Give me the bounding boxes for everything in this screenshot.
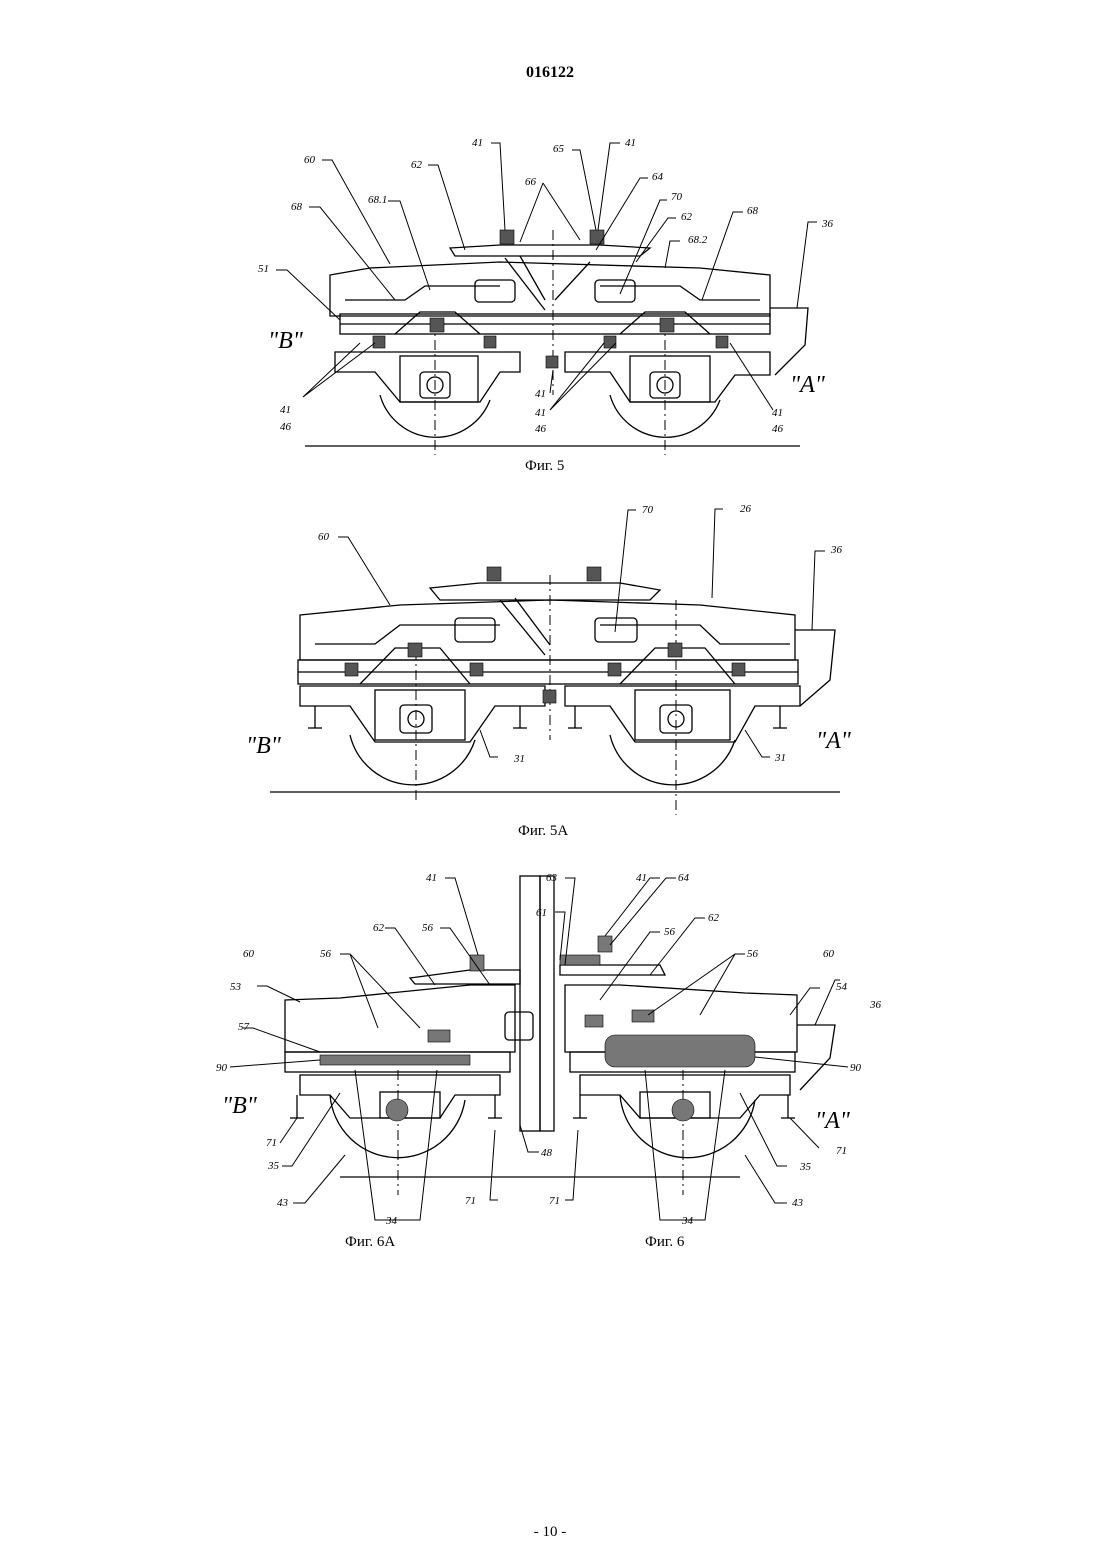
fig5-label: 36 — [821, 218, 834, 230]
fig6-label: 62 — [373, 922, 385, 934]
fig6-end-b-label: "B" — [222, 1093, 258, 1119]
fig6-label: 71 — [465, 1195, 476, 1207]
fig5-label: 62 — [681, 211, 693, 223]
fig6-label: 43 — [277, 1197, 289, 1209]
figure-5a: 70 26 60 36 "B" "A" 31 31 Фиг. 5А — [0, 495, 1100, 845]
fig5a-label: 31 — [513, 753, 525, 765]
fig6-label: 56 — [747, 948, 759, 960]
fig5-label: 41 — [535, 388, 546, 400]
fig6-label: 62 — [708, 912, 720, 924]
fig6-label: 56 — [664, 926, 676, 938]
fig6-label: 71 — [266, 1137, 277, 1149]
fig6-label: 48 — [541, 1147, 553, 1159]
fig5-label: 46 — [535, 423, 547, 435]
fig5-label: 51 — [258, 263, 269, 275]
figure-5-caption: Фиг. 5 — [525, 458, 564, 475]
fig5a-label: 36 — [830, 544, 843, 556]
fig6-label: 35 — [799, 1161, 812, 1173]
fig6-label: 36 — [869, 999, 882, 1011]
page-number: - 10 - — [0, 1524, 1100, 1541]
fig6-label: 41 — [636, 872, 647, 884]
figure-6-drawing: 41 63 41 64 61 62 56 56 62 60 56 56 60 5… — [0, 860, 1100, 1260]
fig5-label: 46 — [772, 423, 784, 435]
fig5-label: 68.1 — [368, 194, 387, 206]
fig5-label: 65 — [553, 143, 565, 155]
fig6-label: 34 — [385, 1215, 398, 1227]
fig6-label: 57 — [238, 1021, 250, 1033]
fig5-label: 64 — [652, 171, 664, 183]
fig5-label: 60 — [304, 154, 316, 166]
fig6-label: 41 — [426, 872, 437, 884]
fig6-label: 35 — [267, 1160, 280, 1172]
fig6-label: 56 — [422, 922, 434, 934]
figure-5-drawing: 41 65 41 60 62 66 64 70 68.1 62 68 68 68… — [0, 120, 1100, 490]
fig6-label: 53 — [230, 981, 242, 993]
fig6-label: 71 — [836, 1145, 847, 1157]
fig6-end-a-label: "A" — [815, 1108, 851, 1134]
fig5a-label: 60 — [318, 531, 330, 543]
fig5-label: 68 — [291, 201, 303, 213]
figure-6a-caption: Фиг. 6А — [345, 1234, 395, 1251]
document-number: 016122 — [0, 64, 1100, 82]
fig6-label: 43 — [792, 1197, 804, 1209]
fig5a-end-a-label: "A" — [816, 728, 852, 754]
fig6-label: 56 — [320, 948, 332, 960]
figure-5a-drawing: 70 26 60 36 "B" "A" 31 31 — [0, 495, 1100, 845]
fig5-end-a-label: "A" — [790, 372, 826, 398]
fig6-label: 61 — [536, 907, 547, 919]
fig5-label: 41 — [772, 407, 783, 419]
figure-5: 41 65 41 60 62 66 64 70 68.1 62 68 68 68… — [0, 120, 1100, 490]
fig6-label: 60 — [823, 948, 835, 960]
fig6-label: 60 — [243, 948, 255, 960]
fig5-label: 46 — [280, 421, 292, 433]
fig5-label: 70 — [671, 191, 683, 203]
fig5-label: 41 — [280, 404, 291, 416]
fig5a-end-b-label: "B" — [246, 733, 282, 759]
fig5-label: 41 — [472, 137, 483, 149]
fig6-label: 71 — [549, 1195, 560, 1207]
fig5-end-b-label: "B" — [268, 328, 304, 354]
fig5-label: 68.2 — [688, 234, 708, 246]
fig5a-label: 70 — [642, 504, 654, 516]
fig5-label: 68 — [747, 205, 759, 217]
figure-6-caption: Фиг. 6 — [645, 1234, 684, 1251]
fig6-label: 34 — [681, 1215, 694, 1227]
figure-5a-caption: Фиг. 5А — [518, 823, 568, 840]
fig5-label: 66 — [525, 176, 537, 188]
fig6-label: 90 — [850, 1062, 862, 1074]
fig5a-label: 26 — [740, 503, 752, 515]
fig6-label: 63 — [546, 872, 558, 884]
fig5-label: 41 — [625, 137, 636, 149]
fig5a-label: 31 — [774, 752, 786, 764]
fig5-label: 62 — [411, 159, 423, 171]
fig6-label: 54 — [836, 981, 848, 993]
fig6-label: 64 — [678, 872, 690, 884]
fig5-label: 41 — [535, 407, 546, 419]
fig6-label: 90 — [216, 1062, 228, 1074]
figure-6: 41 63 41 64 61 62 56 56 62 60 56 56 60 5… — [0, 860, 1100, 1260]
